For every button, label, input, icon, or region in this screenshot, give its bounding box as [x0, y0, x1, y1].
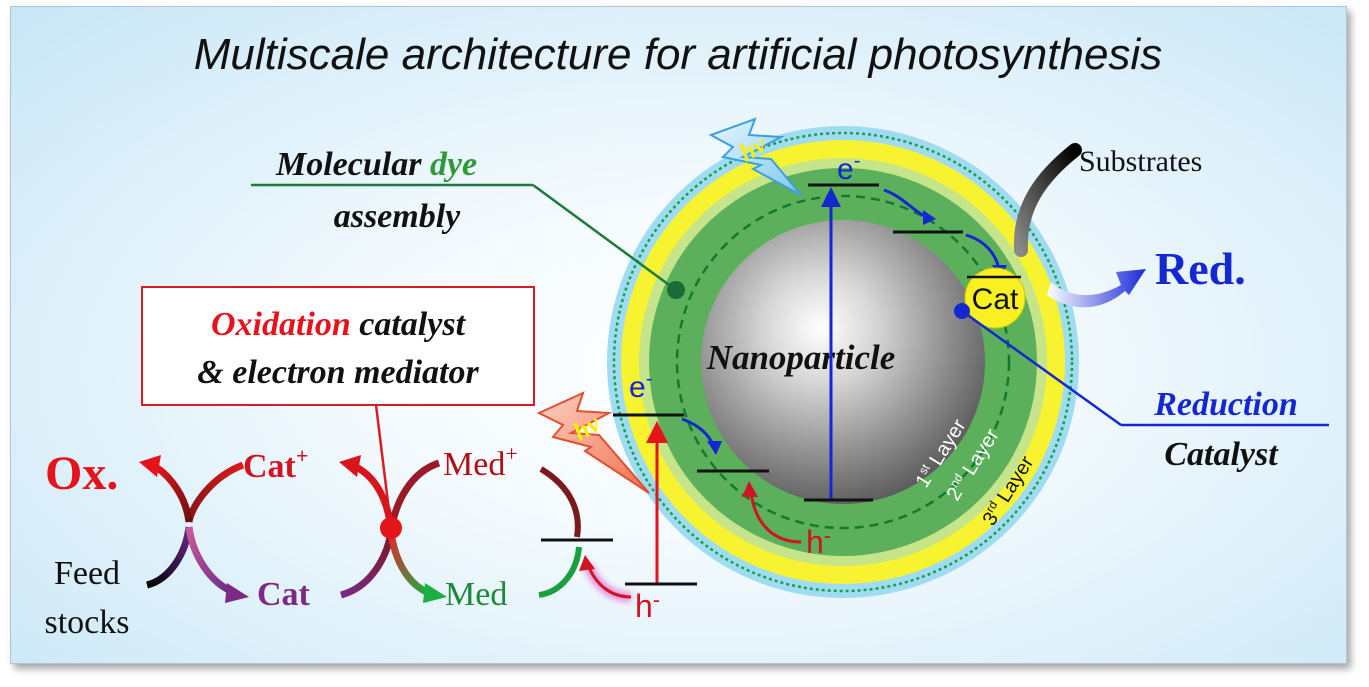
- substrates-label: Substrates: [1079, 145, 1202, 178]
- to-cat-arrowhead: [225, 583, 249, 603]
- to-med-arrow: [387, 531, 431, 597]
- reduction-product-arrow: [1047, 269, 1146, 308]
- electron-label-top: e-: [837, 150, 860, 186]
- hole-transfer-arrow-2: [586, 564, 632, 599]
- lightning-bolt-top-icon: hν: [708, 117, 802, 196]
- hole-transfer-arrowhead-2: [579, 555, 595, 571]
- electron-transfer-arrowhead-1: [923, 210, 936, 225]
- med-label: Med: [445, 576, 507, 613]
- dye-excitation-arrowhead: [646, 421, 668, 443]
- cat-plus-label: Cat+: [243, 443, 308, 485]
- oxidation-catalyst-label: Oxidation catalyst: [211, 306, 467, 343]
- oxidation-catalyst-box: [141, 286, 535, 406]
- substrates-arrow: [1013, 143, 1082, 257]
- hole-transfer-arrowhead-1: [742, 481, 758, 497]
- reduced-product-label: Red.: [1155, 243, 1246, 294]
- med-plus-label: Med+: [443, 441, 518, 483]
- feed-label: Feed: [54, 555, 120, 592]
- electron-mediator-label: & electron mediator: [197, 354, 479, 391]
- cat-label: Cat: [257, 576, 311, 613]
- hole-label-top: h-: [806, 523, 831, 560]
- reduction-catalyst-site: [964, 267, 1026, 329]
- cat-to-ox-arrow: [185, 461, 245, 523]
- first-layer-boundary: [675, 194, 1011, 530]
- cat-to-med-arrow: [339, 531, 395, 599]
- oxidized-product-label: Ox.: [45, 447, 118, 500]
- lightning-bolt-bottom-icon: hν: [536, 391, 650, 494]
- third-layer-boundary: [612, 131, 1074, 593]
- reduction-pointer-line: [961, 309, 1122, 427]
- assembly-label: assembly: [334, 198, 461, 235]
- cat-on-particle-label: Cat: [972, 283, 1019, 316]
- particle-assembly: [607, 126, 1079, 598]
- hole-transfer-arrow-1: [749, 492, 802, 544]
- diagram-canvas: Multiscale architecture for artificial p…: [45, 30, 1329, 641]
- hole-label-bottom: h-: [635, 587, 660, 624]
- dye-to-med-arrow: [538, 546, 582, 598]
- stocks-label: stocks: [45, 604, 130, 641]
- diagram-frame: Multiscale architecture for artificial p…: [10, 6, 1347, 664]
- molecular-label: Molecular dye: [275, 146, 477, 183]
- ox-arrowhead: [139, 455, 161, 477]
- to-med-arrowhead: [423, 583, 447, 603]
- excitation-arrowhead: [821, 187, 841, 207]
- dye-pointer-dot: [667, 281, 685, 299]
- nanoparticle-sphere: [701, 220, 985, 504]
- to-cat-arrow: [185, 526, 233, 595]
- dye-pointer-line: [532, 183, 677, 292]
- electron-label-bottom: e-: [629, 368, 652, 404]
- reduction-catalyst-label: Catalyst: [1164, 436, 1279, 473]
- reduction-label: Reduction: [1153, 386, 1298, 423]
- to-cat-plus-arrowhead: [339, 455, 361, 477]
- mediator-junction-dot: [380, 517, 402, 539]
- feed-arrow: [145, 526, 193, 589]
- med-plus-to-dye-arrow: [539, 466, 581, 538]
- page-title: Multiscale architecture for artificial p…: [194, 30, 1162, 79]
- electron-injection-arrowhead: [707, 441, 722, 455]
- ox-arrow-stem: [153, 464, 193, 523]
- nanoparticle-label: Nanoparticle: [706, 338, 896, 377]
